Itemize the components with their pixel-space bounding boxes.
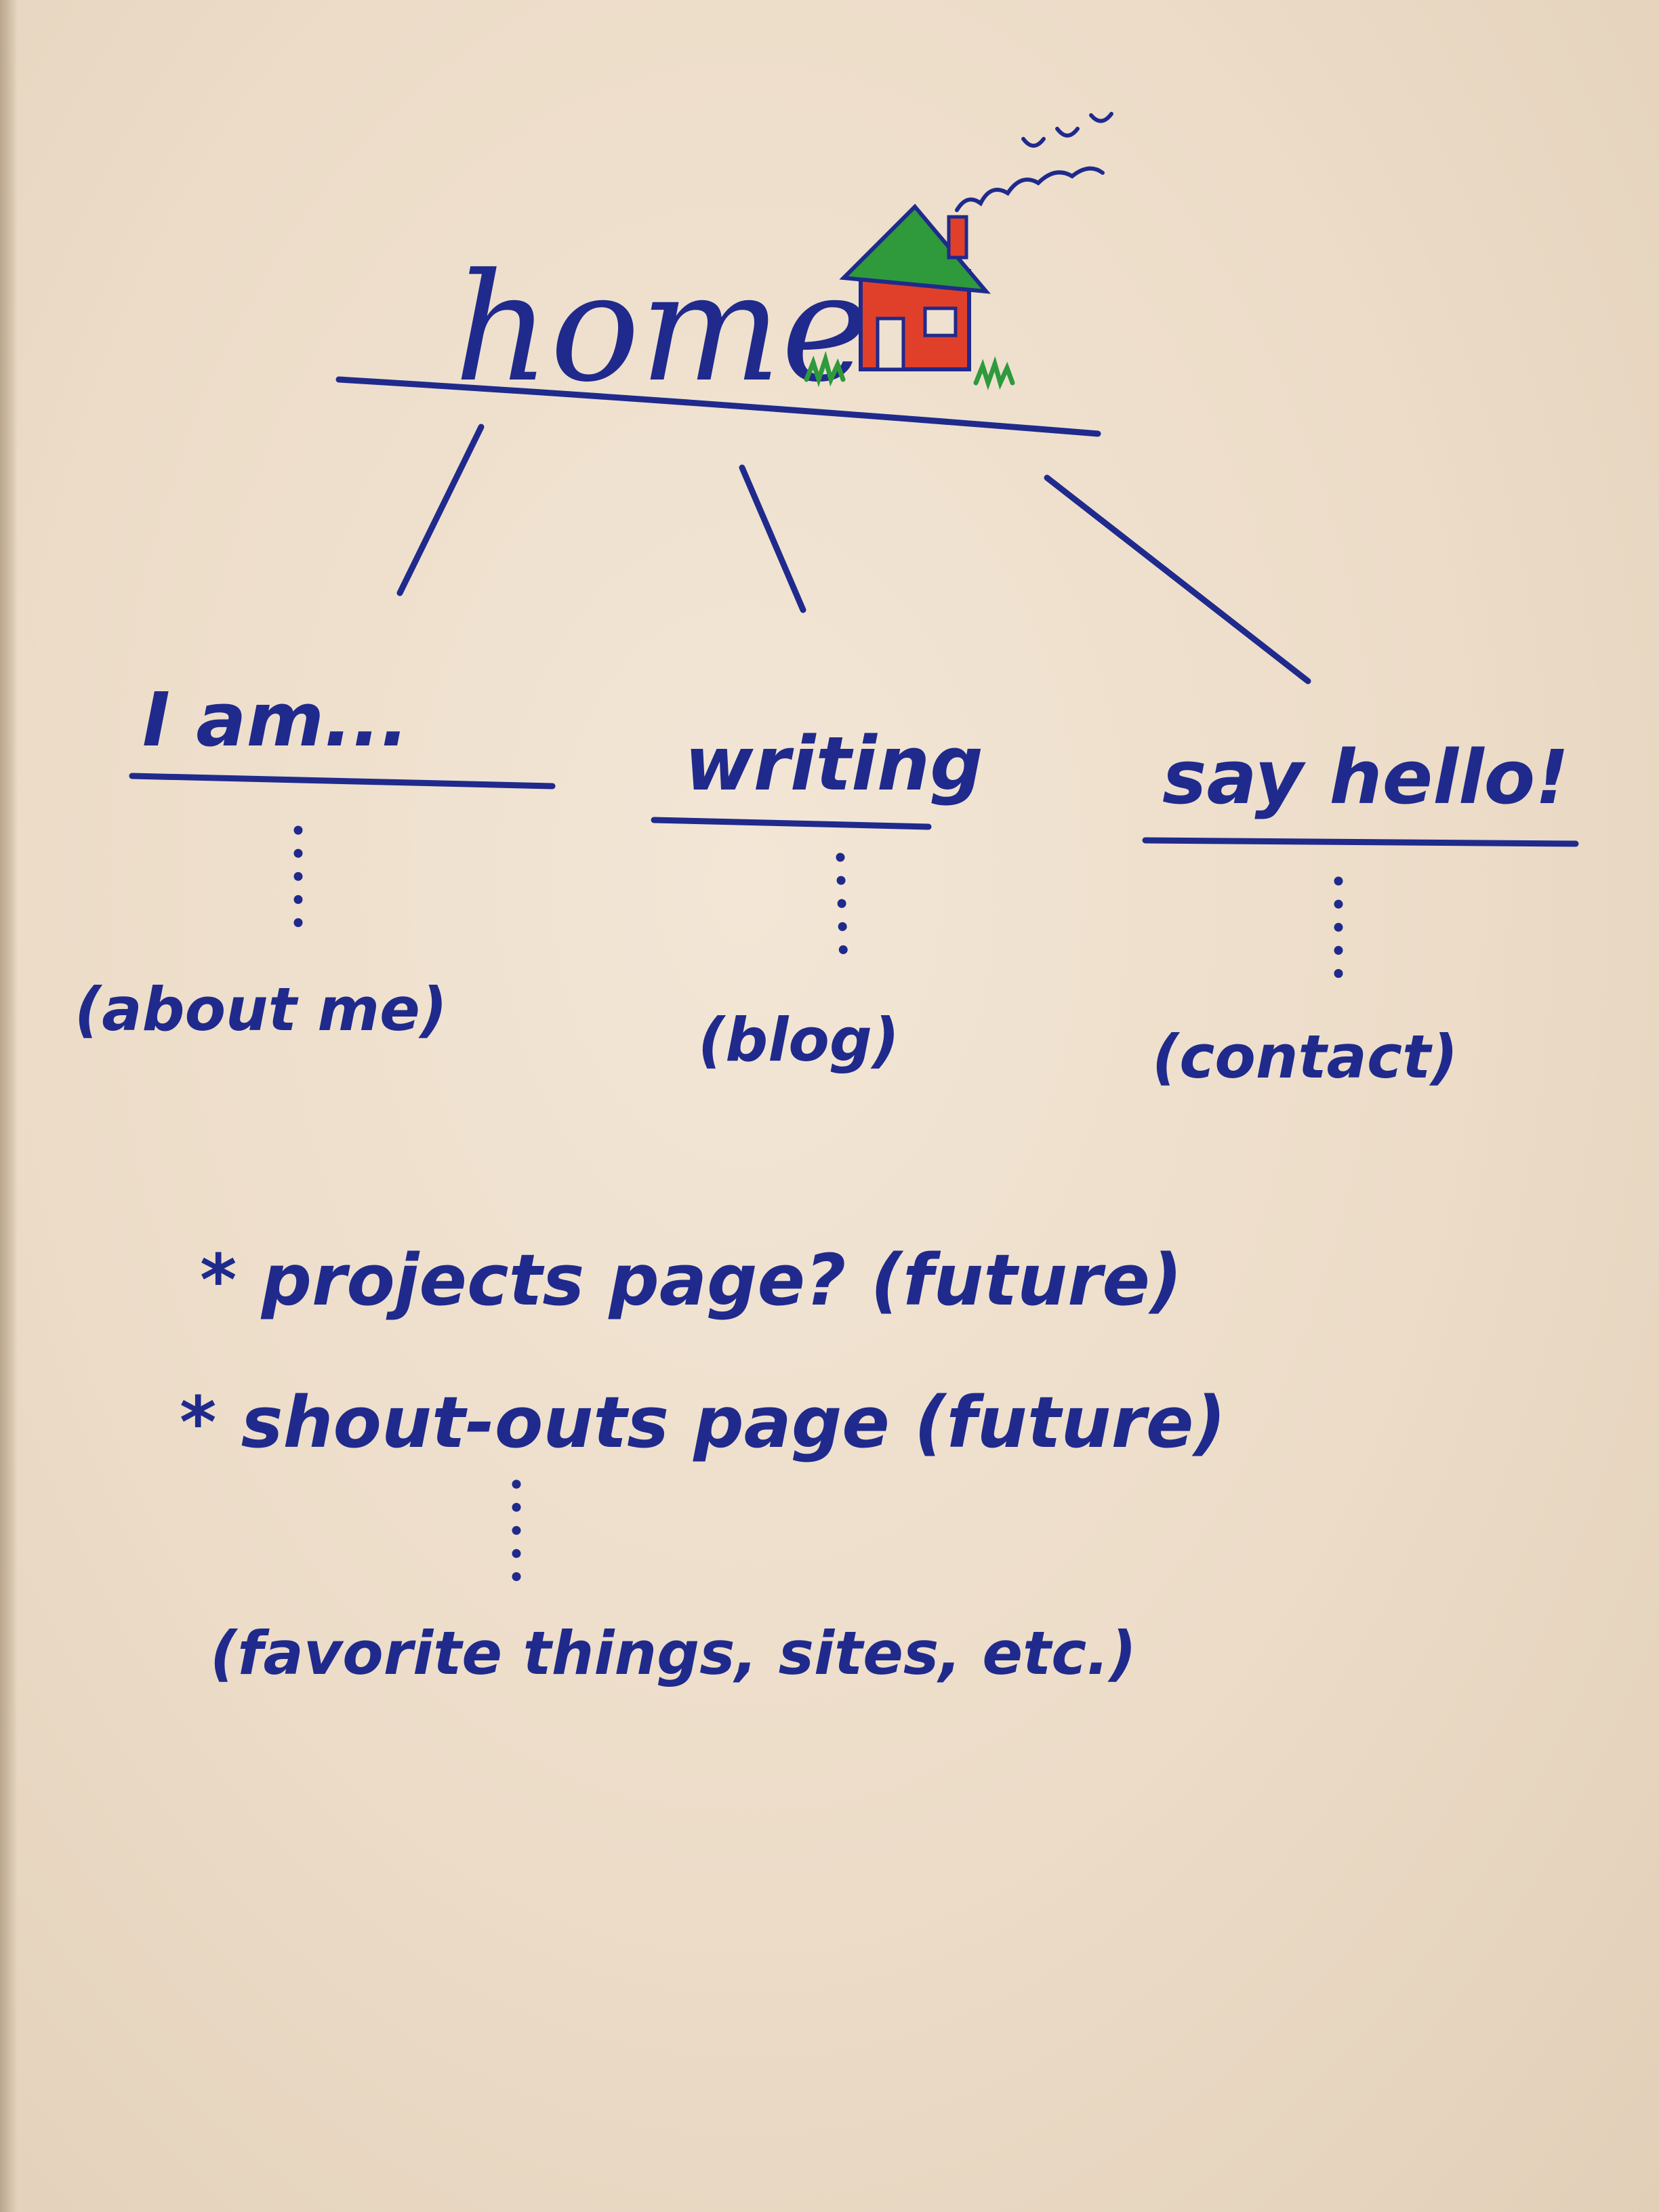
note-projects-page: * projects page? (future) <box>200 1239 1183 1322</box>
branch-sublabel-hello: (contact) <box>1152 1022 1458 1092</box>
branch-label-writing: writing <box>684 720 983 807</box>
note-shout-outs-sublabel: (favorite things, sites, etc.) <box>210 1618 1136 1688</box>
connector-root-to-hello <box>1044 474 1311 684</box>
branch-writing: writing (blog) <box>651 720 983 1075</box>
house-door <box>876 316 905 371</box>
branch-label-about: I am... <box>142 676 409 763</box>
root-node: home <box>335 241 1101 437</box>
branch-hello: say hello! (contact) <box>1142 734 1579 1092</box>
house-smoke-puffs <box>1021 112 1113 148</box>
house-with-smoke-icon <box>804 112 1113 390</box>
house-chimney <box>947 215 968 260</box>
house-grass <box>804 350 1015 390</box>
branch-underline-writing <box>651 817 932 830</box>
dotted-connector-writing <box>836 853 848 970</box>
branch-label-hello: say hello! <box>1162 734 1569 821</box>
future-pages-notes: * projects page? (future) * shout-outs p… <box>180 1239 1226 1688</box>
notebook-binding-edge <box>0 0 18 2212</box>
house-window <box>923 306 958 337</box>
root-underline <box>335 376 1101 437</box>
branch-sublabel-writing: (blog) <box>698 1005 899 1075</box>
connector-root-to-writing <box>739 464 806 613</box>
branch-underline-about <box>129 773 556 790</box>
connector-root-to-about <box>396 424 485 596</box>
root-label: home <box>454 241 869 415</box>
house-smoke <box>955 166 1105 212</box>
branch-sublabel-about: (about me) <box>75 975 447 1044</box>
note-shout-outs-page: * shout-outs page (future) <box>180 1381 1226 1464</box>
branch-underline-hello <box>1142 837 1579 847</box>
branch-about: I am... (about me) <box>75 676 556 1044</box>
